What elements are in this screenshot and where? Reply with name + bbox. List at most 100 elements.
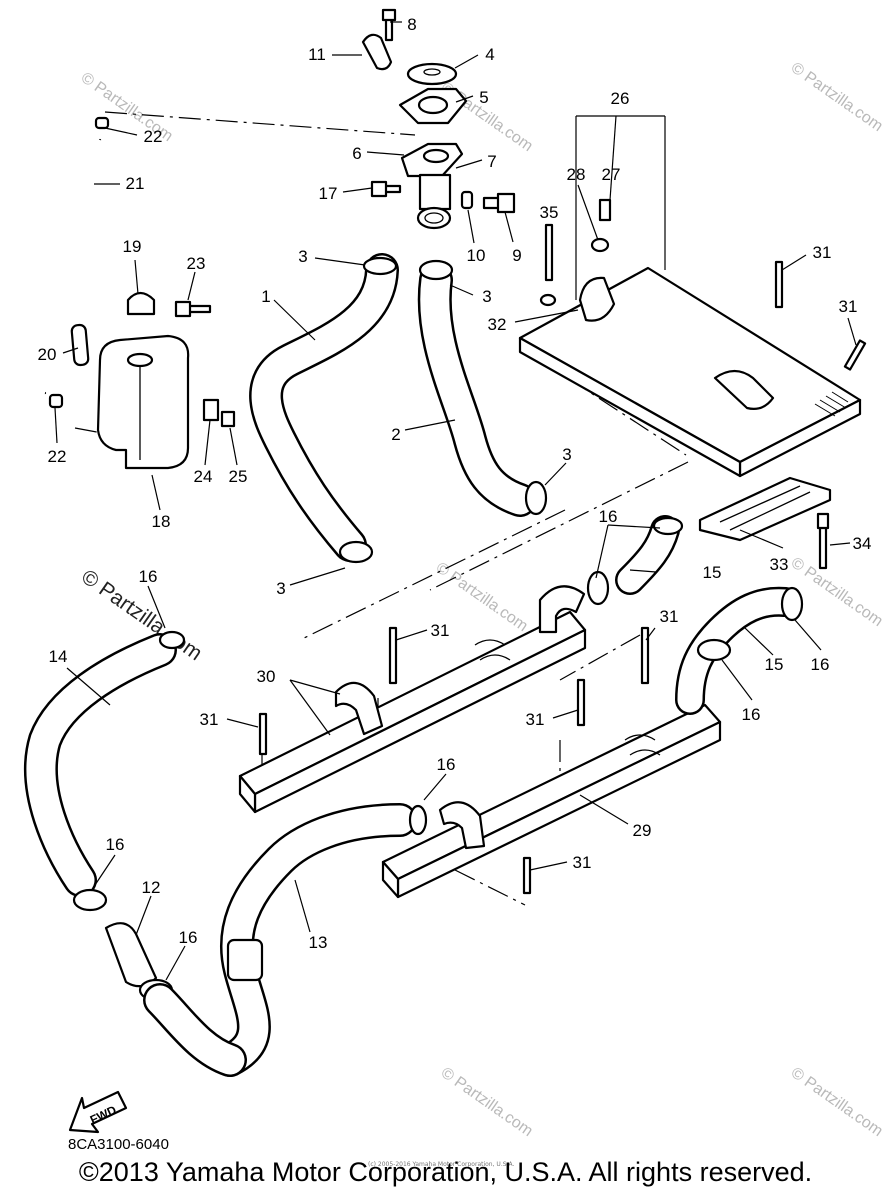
clamp-16 — [408, 804, 428, 836]
clamp-16 — [158, 630, 186, 650]
clamp-16 — [780, 586, 804, 622]
callout-31-f: 31 — [526, 710, 545, 729]
callout-1: 1 — [261, 287, 270, 306]
watermark: © Partzilla.com — [788, 59, 886, 135]
overflow-hose-assembly — [10, 116, 110, 409]
pipe-12 — [104, 922, 158, 988]
gasket-28 — [590, 237, 610, 253]
copyright-notice: ©2013 Yamaha Motor Corporation, U.S.A. A… — [78, 1157, 813, 1187]
callout-9: 9 — [512, 246, 521, 265]
rivet-31 — [843, 339, 867, 371]
callout-4: 4 — [485, 45, 494, 64]
callout-18: 18 — [152, 512, 171, 531]
clamp-22-bottom — [48, 393, 64, 409]
callout-14: 14 — [49, 647, 68, 666]
callout-26: 26 — [611, 89, 630, 108]
callout-31-d: 31 — [431, 621, 450, 640]
watermark: © Partzilla.com — [438, 1064, 536, 1140]
forward-arrow: FWD — [68, 1090, 128, 1134]
hose-14 — [24, 630, 247, 1077]
rivet-31 — [576, 678, 586, 727]
callout-29: 29 — [633, 821, 652, 840]
callout-7: 7 — [487, 152, 496, 171]
callout-15-a: 15 — [703, 563, 722, 582]
reservoir-tank-18 — [96, 334, 190, 470]
callout-3-c: 3 — [562, 445, 571, 464]
callout-22-bottom: 22 — [48, 447, 67, 466]
hose-15-lower — [675, 586, 804, 715]
callout-33: 33 — [770, 555, 789, 574]
callout-16-d: 16 — [139, 567, 158, 586]
callout-15-b: 15 — [765, 655, 784, 674]
callout-16-b: 16 — [811, 655, 830, 674]
sleeve-13 — [226, 938, 264, 982]
clamp-16 — [696, 638, 732, 662]
thermostat-housing-assembly — [361, 8, 468, 230]
callout-3-d: 3 — [276, 579, 285, 598]
callout-31-b: 31 — [839, 297, 858, 316]
washer-10 — [460, 190, 474, 210]
hose-13 — [213, 803, 428, 1077]
callout-20: 20 — [38, 345, 57, 364]
callout-17: 17 — [319, 184, 338, 203]
clamp-3 — [338, 540, 374, 564]
bracket-11 — [361, 33, 393, 71]
callout-16-f: 16 — [106, 835, 125, 854]
rivet-35 — [544, 223, 554, 282]
callout-11: 11 — [308, 45, 326, 64]
callout-3-a: 3 — [298, 247, 307, 266]
hose-2 — [417, 259, 548, 517]
rivet-31 — [774, 260, 784, 309]
screw-27 — [598, 198, 612, 222]
nut-25 — [220, 410, 236, 428]
reference-lines — [74, 111, 689, 906]
callout-2: 2 — [391, 425, 400, 444]
callout-24: 24 — [194, 467, 213, 486]
callout-30: 30 — [257, 667, 276, 686]
clamp-3 — [524, 480, 548, 516]
heat-exchanger-26 — [518, 198, 862, 478]
watermark: © Partzilla.com — [788, 554, 886, 630]
hose-15-upper — [586, 515, 684, 606]
callout-32: 32 — [488, 315, 507, 334]
rivets — [258, 223, 867, 895]
elbow-28 — [578, 276, 616, 322]
callout-31-e: 31 — [200, 710, 219, 729]
bracket-33 — [698, 476, 832, 542]
rivet-31 — [522, 856, 532, 895]
callout-6: 6 — [352, 144, 361, 163]
clamp-16 — [652, 516, 684, 536]
rivet-31 — [640, 626, 650, 685]
grommet-24 — [202, 398, 220, 422]
callout-16-g: 16 — [179, 928, 198, 947]
callout-31-c: 31 — [660, 607, 679, 626]
callout-13: 13 — [309, 933, 328, 952]
elbow-29 — [438, 801, 486, 850]
callout-5: 5 — [479, 88, 488, 107]
callout-28: 28 — [567, 165, 586, 184]
elbow-30 — [334, 681, 384, 736]
callout-27: 27 — [602, 165, 621, 184]
drawing-code: 8CA3100-6040 — [68, 1136, 169, 1153]
callout-25: 25 — [229, 467, 248, 486]
callout-22-top: 22 — [144, 127, 163, 146]
watermark: © Partzilla.com — [788, 1064, 886, 1140]
clamp-3 — [362, 256, 398, 276]
callout-31-g: 31 — [573, 853, 592, 872]
rivet-31 — [258, 712, 268, 756]
callout-23: 23 — [187, 254, 206, 273]
sensor-assembly — [370, 180, 516, 214]
callout-21: 21 — [126, 174, 145, 193]
bolt-23 — [174, 300, 212, 318]
pipe-20 — [70, 323, 90, 367]
bolt-17 — [370, 180, 402, 198]
cap-4 — [406, 62, 458, 86]
callout-8: 8 — [407, 15, 416, 34]
clamp-22-top — [94, 116, 110, 130]
callout-16-c: 16 — [742, 705, 761, 724]
elbow-30b — [538, 585, 586, 634]
leader-lines — [54, 21, 857, 981]
hose-1 — [249, 253, 399, 564]
callout-31-a: 31 — [813, 243, 832, 262]
